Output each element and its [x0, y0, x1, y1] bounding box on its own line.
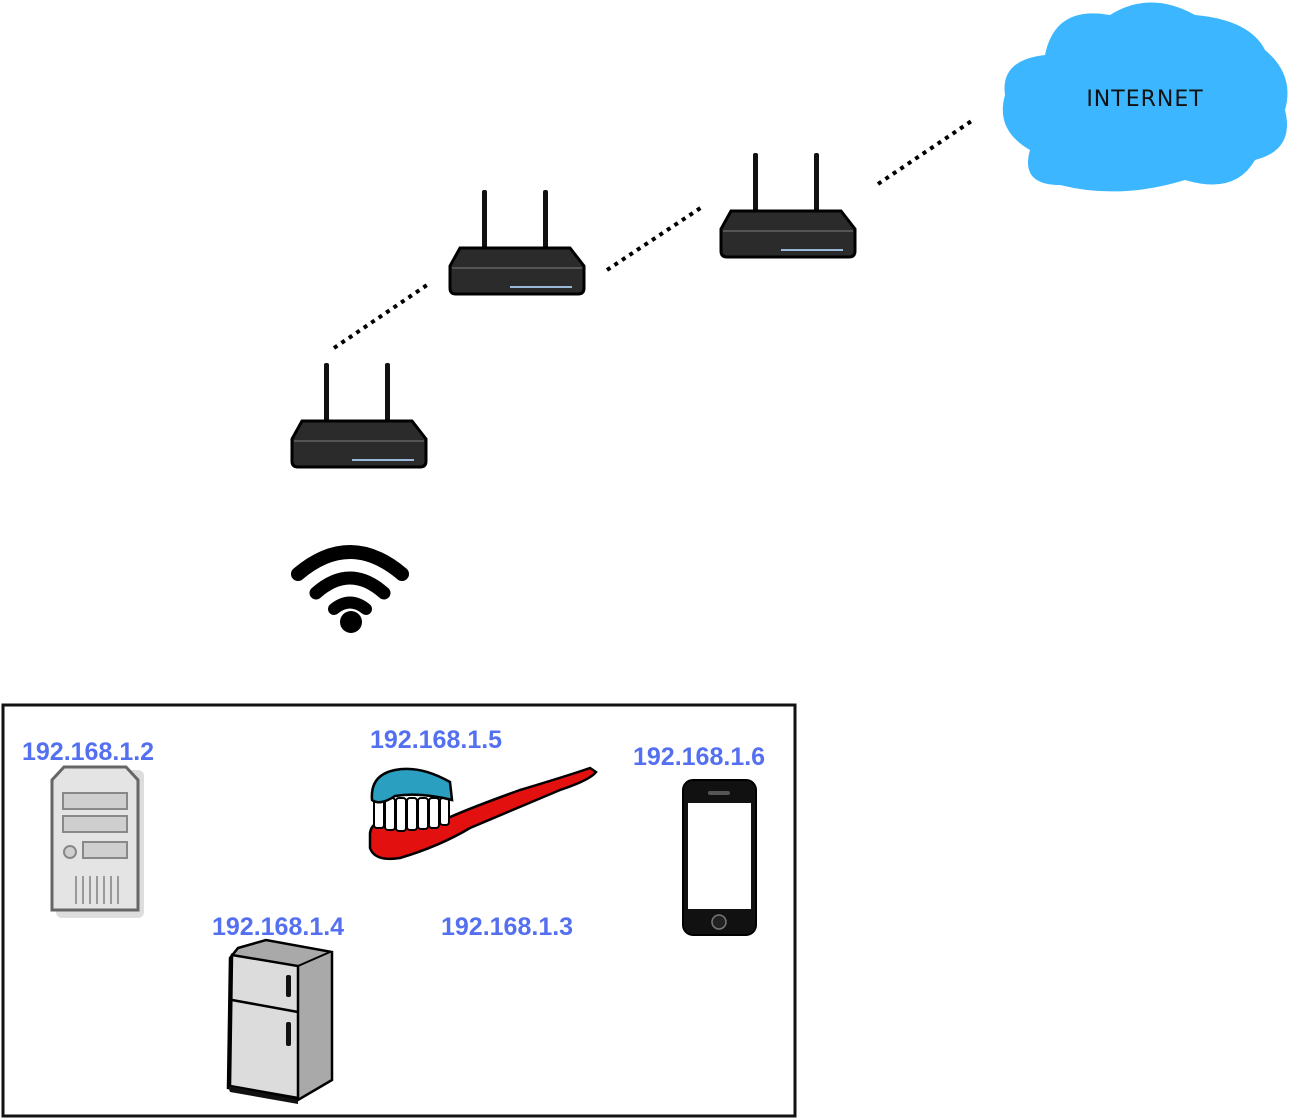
- network-links: [332, 118, 975, 350]
- ip-label-server: 192.168.1.2: [22, 738, 154, 766]
- smartphone-icon: [682, 779, 757, 936]
- ip-label-fridge: 192.168.1.4: [212, 913, 344, 941]
- ip-label-device-3: 192.168.1.3: [441, 913, 573, 941]
- link-router3-internet: [876, 118, 975, 186]
- router-icon: [719, 151, 857, 259]
- wifi-icon: [291, 545, 409, 633]
- internet-label: INTERNET: [1086, 87, 1203, 112]
- router-icon: [448, 188, 586, 296]
- link-router2-router3: [605, 205, 704, 272]
- fridge-icon: [226, 938, 334, 1104]
- internet-cloud: INTERNET: [1002, 2, 1288, 192]
- server-icon: [50, 765, 144, 918]
- local-network-box: [1, 703, 797, 1118]
- link-router1-router2: [332, 281, 432, 350]
- ip-label-smartphone: 192.168.1.6: [633, 743, 765, 771]
- toothbrush-icon: [368, 766, 598, 861]
- ip-label-toothbrush: 192.168.1.5: [370, 726, 502, 754]
- router-icon: [290, 361, 428, 469]
